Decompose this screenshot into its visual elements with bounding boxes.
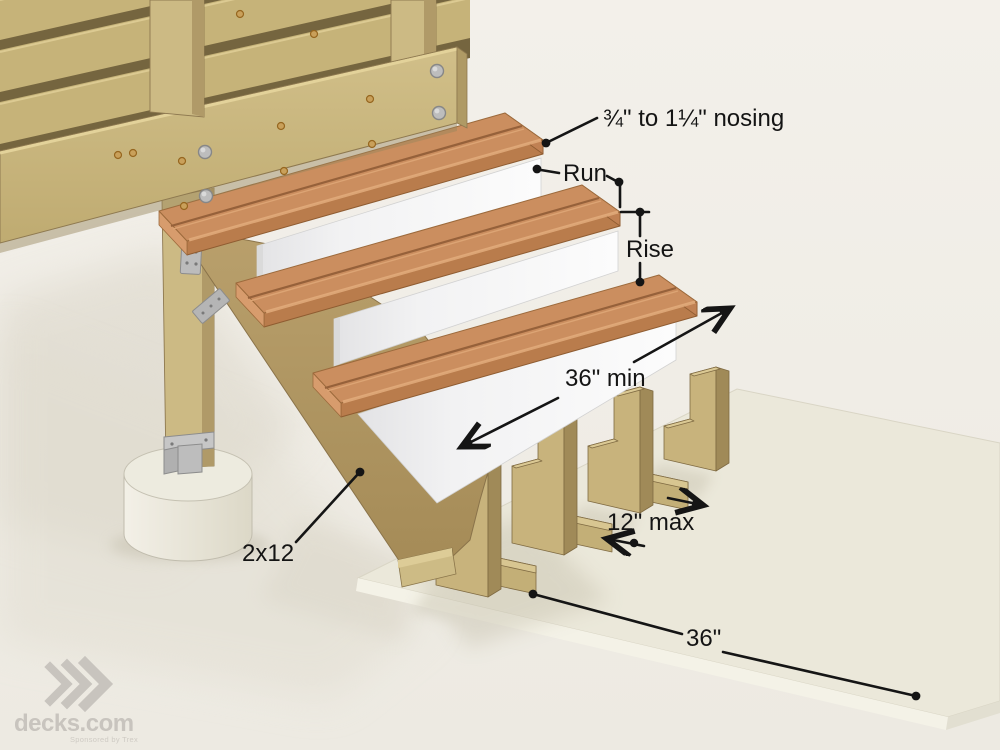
metal-connectors — [163, 243, 230, 475]
annotations: ¾" to 1¼" nosing Run Rise 36" min — [242, 105, 921, 701]
run-label: Run — [563, 160, 607, 187]
stringer-spacing-label: 12" max — [607, 509, 694, 536]
landing-width-label: 36" — [686, 625, 721, 652]
rim-joist — [0, 46, 468, 253]
logo-tagline: Sponsored by Trex — [70, 735, 138, 744]
annotation-landing-width: 36" — [528, 589, 921, 701]
landing-pad — [356, 388, 1000, 730]
stair-treads — [158, 112, 698, 418]
annotation-run: Run — [532, 160, 624, 209]
site-logo: decks.com Sponsored by Trex — [14, 655, 138, 744]
post-base-bracket-icon — [163, 431, 215, 475]
stair-width-label: 36" min — [565, 365, 646, 392]
logo-wordmark: decks.com — [14, 710, 134, 737]
annotation-stair-width: 36" min — [463, 307, 729, 448]
stringer-4 — [663, 366, 730, 472]
concrete-footing — [123, 446, 253, 562]
annotation-rise: Rise — [619, 207, 674, 287]
tread-1 — [158, 112, 544, 256]
rise-label: Rise — [626, 236, 674, 263]
deck-frame — [0, 0, 470, 253]
nosing-label: ¾" to 1¼" nosing — [603, 105, 784, 132]
riser-2 — [333, 230, 619, 367]
rim-fasteners — [113, 9, 447, 211]
annotation-nosing: ¾" to 1¼" nosing — [541, 105, 784, 148]
annotation-stringer-board: 2x12 — [242, 467, 365, 567]
stringer-board-label: 2x12 — [242, 540, 294, 567]
angle-strap-icon — [192, 288, 230, 324]
annotation-stringer-spacing: 12" max — [607, 498, 702, 547]
screw-icons — [113, 9, 377, 211]
bolt-icons — [197, 63, 447, 204]
front-post-top — [149, 0, 205, 118]
tread-2 — [235, 184, 621, 328]
tread-3 — [312, 274, 698, 418]
logo-chevrons-icon — [44, 655, 114, 713]
stringer-3 — [587, 386, 654, 514]
